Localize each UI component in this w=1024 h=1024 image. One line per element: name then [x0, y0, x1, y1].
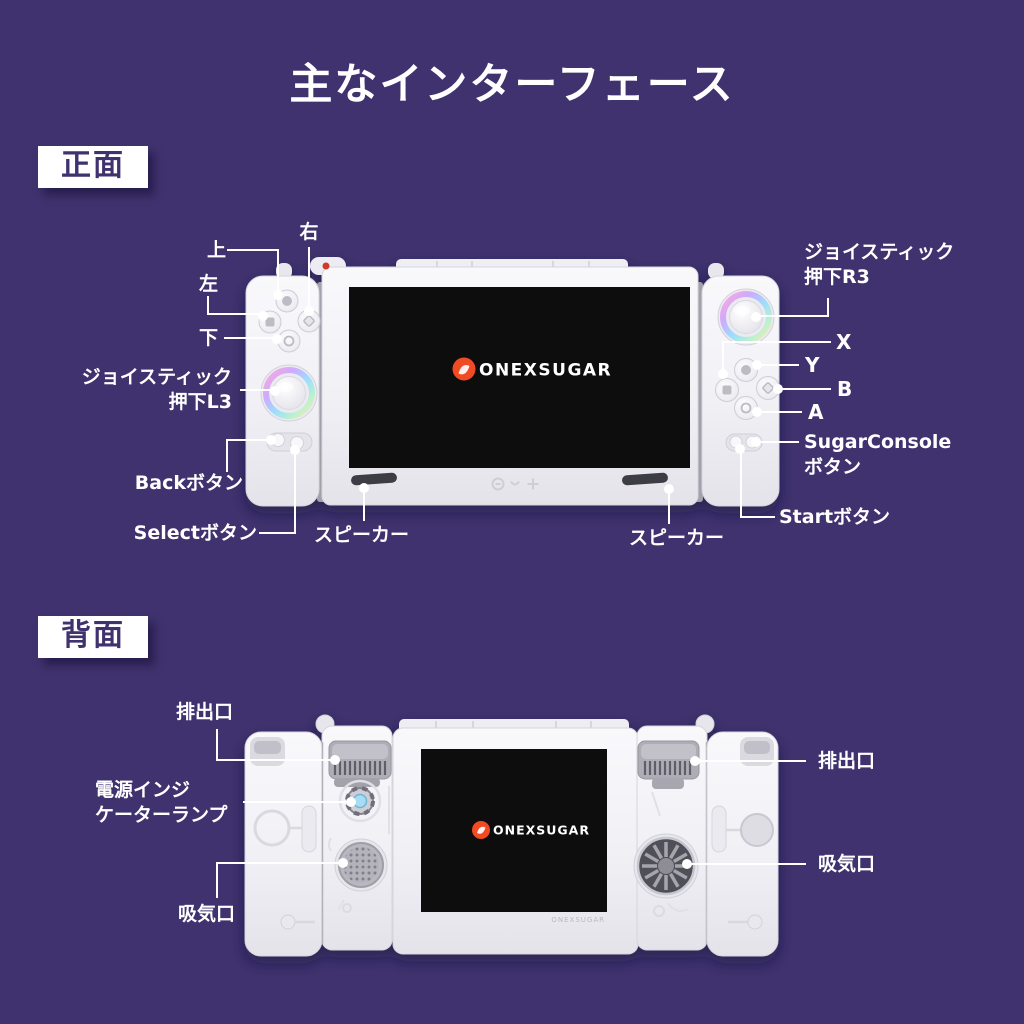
joystick-left — [260, 364, 318, 422]
label-joystick-l3: ジョイスティック 押下L3 — [81, 366, 232, 413]
intake-fan-right — [633, 833, 699, 899]
label-exhaust-right: 排出口 — [818, 750, 876, 772]
label-speaker-right: スピーカー — [629, 527, 725, 549]
label-joystick-r3: ジョイスティック 押下R3 — [804, 241, 955, 288]
page-title: 主なインターフェース — [289, 60, 735, 110]
back-device: ONEXSUGAR ONEXSUGAR — [244, 714, 779, 957]
section-heading-front: 正面 — [38, 146, 148, 188]
label-y-button: Y — [805, 353, 820, 377]
exhaust-vent-right — [637, 740, 700, 789]
section-heading-back: 背面 — [38, 616, 148, 658]
front-screen — [349, 287, 690, 468]
speaker-slot-right — [622, 472, 668, 486]
bezel-brand-text: ONEXSUGAR — [551, 916, 605, 924]
label-dpad-right: 右 — [299, 221, 319, 243]
back-screen-logo-text: ONEXSUGAR — [493, 823, 590, 838]
label-dpad-left: 左 — [198, 273, 218, 295]
label-dpad-up: 上 — [206, 239, 226, 261]
bottom-control-icons — [491, 477, 539, 491]
label-back-button: Backボタン — [134, 472, 243, 494]
onexsugar-logo-front: ONEXSUGAR — [452, 357, 612, 381]
onexsugar-logo-back: ONEXSUGAR — [472, 821, 590, 839]
label-intake-left: 吸気口 — [177, 903, 235, 925]
label-select-button: Selectボタン — [133, 522, 257, 544]
label-exhaust-left: 排出口 — [175, 701, 233, 723]
label-speaker-left: スピーカー — [314, 524, 410, 546]
front-screen-logo-text: ONEXSUGAR — [479, 361, 612, 381]
label-start-button: Startボタン — [779, 506, 891, 528]
back-callout-dots — [330, 755, 700, 869]
label-a-button: A — [808, 400, 824, 424]
front-callout-dots — [258, 290, 783, 494]
label-b-button: B — [837, 377, 853, 401]
back-screen — [421, 749, 607, 912]
speaker-slot-left — [351, 472, 397, 486]
label-intake-right: 吸気口 — [818, 853, 876, 875]
label-x-button: X — [836, 330, 852, 354]
label-power-indicator: 電源インジ ケーターランプ — [95, 779, 228, 826]
joystick-right — [717, 288, 775, 346]
label-dpad-down: 下 — [198, 327, 218, 349]
front-callout-lines — [207, 247, 831, 534]
label-sugarconsole-button: SugarConsole ボタン — [804, 431, 952, 478]
back-callout-lines — [216, 729, 806, 898]
front-device: ONEXSUGAR — [245, 257, 780, 507]
right-controller-back — [706, 731, 779, 957]
face-buttons — [715, 358, 780, 420]
exhaust-vent-left — [328, 740, 392, 787]
record-indicator-dot — [322, 262, 330, 270]
